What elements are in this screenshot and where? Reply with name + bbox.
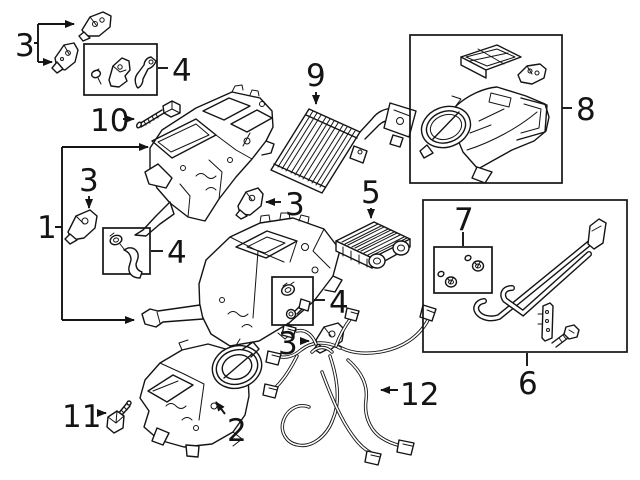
callout-1-bracket bbox=[55, 147, 63, 320]
callout-3-mid-left: 3 bbox=[79, 163, 99, 209]
part-grommet-bottom bbox=[280, 281, 296, 296]
callout-1: 1 bbox=[37, 143, 149, 324]
callout-12-label[interactable]: 12 bbox=[400, 377, 439, 413]
part-clip-mid-right bbox=[235, 187, 264, 220]
part-blower-duct-housing bbox=[419, 86, 550, 184]
callout-10-label[interactable]: 10 bbox=[90, 103, 129, 139]
parts-box-4-bottom bbox=[271, 276, 314, 326]
part-grommet-small bbox=[90, 68, 102, 85]
callout-6: 6 bbox=[518, 353, 538, 402]
callout-3-top-left-label[interactable]: 3 bbox=[15, 28, 35, 64]
callout-3-top-left-bracket bbox=[34, 24, 39, 62]
callout-3-mid-left-label[interactable]: 3 bbox=[79, 163, 99, 199]
callout-3-bottom: 3 bbox=[278, 326, 310, 362]
harness-connectors bbox=[262, 304, 437, 466]
part-lower-case-assembly bbox=[139, 339, 263, 458]
parts-box-4-mid bbox=[102, 227, 151, 279]
callout-8: 8 bbox=[562, 92, 596, 128]
parts-box-8 bbox=[409, 34, 563, 184]
parts-box-7-seals bbox=[433, 246, 493, 294]
callout-2-label[interactable]: 2 bbox=[227, 413, 247, 449]
part-pipe-screw bbox=[551, 324, 580, 348]
part-crank-lever-bottom bbox=[285, 298, 311, 320]
part-filter-screen bbox=[460, 44, 522, 79]
callout-2: 2 bbox=[215, 401, 247, 449]
part-heater-core bbox=[270, 102, 417, 194]
part-upper-case-assembly bbox=[134, 84, 275, 237]
callout-1-label[interactable]: 1 bbox=[37, 210, 57, 246]
part-grommet-mid bbox=[109, 232, 125, 250]
callout-7: 7 bbox=[454, 202, 474, 246]
part-sensor-11 bbox=[106, 400, 132, 434]
part-clip-mid-left bbox=[64, 209, 98, 245]
callout-4-bottom-label[interactable]: 4 bbox=[329, 285, 349, 321]
part-clip-top-b bbox=[51, 42, 79, 74]
callout-9: 9 bbox=[306, 58, 326, 105]
callout-9-label[interactable]: 9 bbox=[306, 58, 326, 94]
callout-11: 11 bbox=[62, 399, 107, 435]
callout-4-mid-label[interactable]: 4 bbox=[167, 235, 187, 271]
parts-box-4-top bbox=[83, 43, 158, 96]
part-duct-bracket bbox=[517, 63, 547, 85]
parts-box-6 bbox=[422, 199, 628, 353]
callout-5-label[interactable]: 5 bbox=[361, 175, 381, 211]
callout-10: 10 bbox=[90, 103, 135, 139]
part-middle-case-assembly bbox=[141, 212, 343, 351]
part-lever-top bbox=[134, 56, 157, 89]
part-screw-10 bbox=[136, 100, 181, 129]
part-pipe-bracket bbox=[537, 302, 554, 342]
callout-11-label[interactable]: 11 bbox=[62, 399, 101, 435]
callout-12: 12 bbox=[380, 377, 439, 413]
part-clip-top-a bbox=[78, 11, 112, 42]
callout-6-label[interactable]: 6 bbox=[518, 366, 538, 402]
callout-3-top-left: 3 bbox=[15, 20, 75, 66]
callout-4-top-label[interactable]: 4 bbox=[172, 53, 192, 89]
callout-7-label[interactable]: 7 bbox=[454, 202, 474, 238]
callout-4-top: 4 bbox=[158, 53, 192, 89]
callout-3-mid-right-label[interactable]: 3 bbox=[285, 187, 305, 223]
part-lever-mid bbox=[123, 247, 143, 279]
part-pipes bbox=[473, 218, 607, 322]
part-wiring-harness bbox=[262, 304, 437, 466]
callout-8-label[interactable]: 8 bbox=[576, 92, 596, 128]
callout-3-bottom-label[interactable]: 3 bbox=[278, 326, 298, 362]
callout-2-arrow bbox=[215, 401, 226, 415]
callout-5: 5 bbox=[361, 175, 381, 219]
callout-3-mid-right: 3 bbox=[265, 187, 305, 223]
part-bracket-center bbox=[108, 57, 131, 88]
part-evaporator-core bbox=[335, 221, 411, 269]
callout-4-mid: 4 bbox=[151, 235, 187, 271]
callout-4-bottom: 4 bbox=[314, 285, 349, 321]
